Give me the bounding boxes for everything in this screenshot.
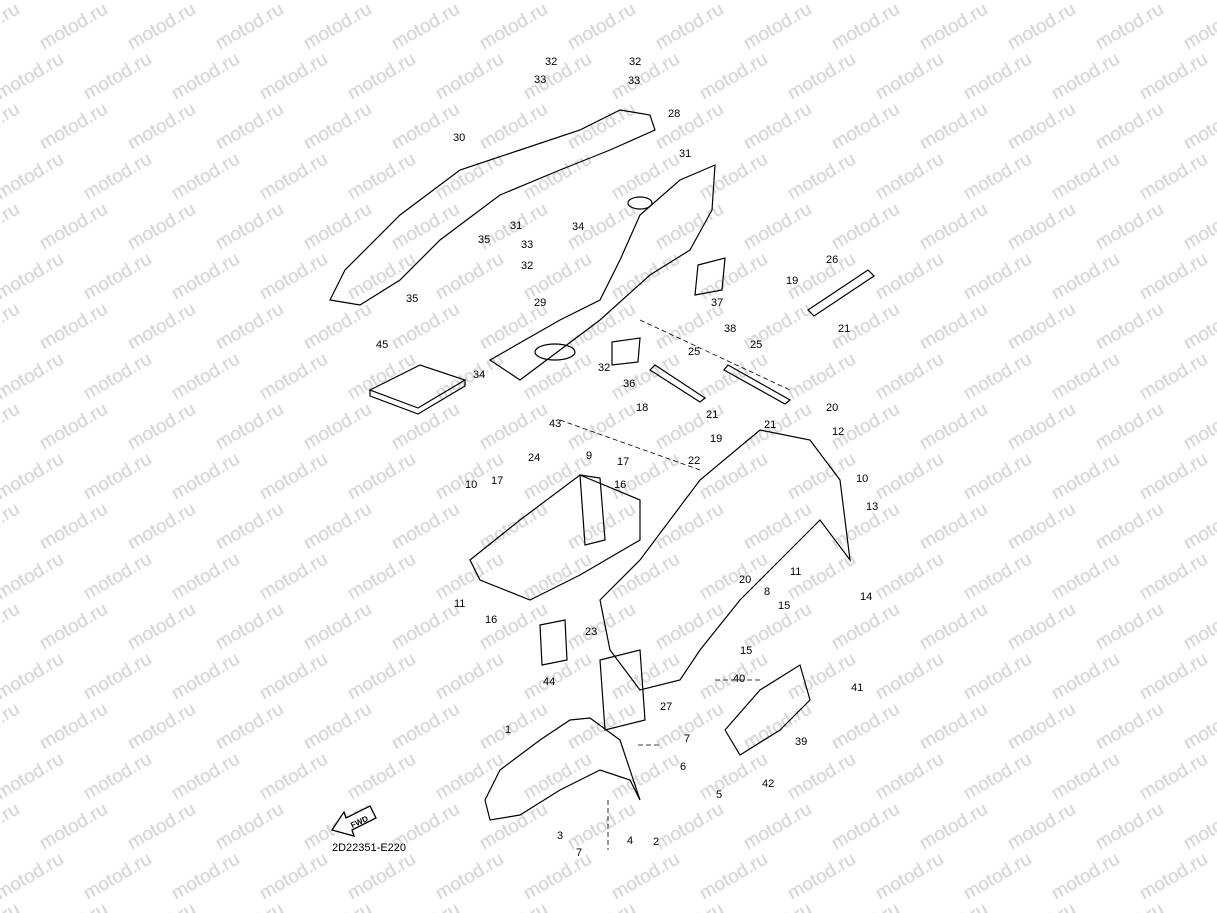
callout: 7 — [576, 847, 583, 859]
part-29-side-cover — [488, 164, 716, 381]
part-25-strap — [649, 364, 707, 403]
callout: 9 — [586, 450, 593, 462]
callout: 27 — [660, 701, 673, 713]
callout: 29 — [534, 297, 547, 309]
callout: 43 — [549, 418, 562, 430]
callout: 10 — [465, 479, 478, 491]
callout: 42 — [762, 778, 775, 790]
part-27-mud-flap — [599, 649, 646, 731]
part-8-rear-fender — [599, 429, 851, 691]
callout: 5 — [716, 789, 723, 801]
callout: 35 — [478, 234, 491, 246]
callout: 32 — [521, 260, 534, 272]
callout: 32 — [629, 56, 642, 68]
part-25-strap — [723, 364, 792, 405]
callout: 34 — [572, 221, 585, 233]
callout: 34 — [473, 369, 486, 381]
part-37-pad — [694, 257, 726, 296]
callout: 13 — [866, 501, 879, 513]
callout: 16 — [614, 479, 627, 491]
callout: 26 — [826, 254, 839, 266]
callout: 25 — [688, 346, 701, 358]
callout: 12 — [832, 426, 845, 438]
callout: 2 — [653, 836, 660, 848]
callout: 1 — [505, 724, 512, 736]
callout: 45 — [376, 339, 389, 351]
callout: 6 — [680, 761, 687, 773]
callout: 33 — [534, 74, 547, 86]
callout: 28 — [668, 108, 681, 120]
part-1-front-fender — [484, 717, 641, 821]
callout: 14 — [860, 591, 873, 603]
callout: 16 — [485, 614, 498, 626]
callout: 33 — [521, 239, 534, 251]
callout: 15 — [740, 645, 753, 657]
callout: 33 — [628, 75, 641, 87]
callout: 31 — [510, 220, 523, 232]
part-9-battery-box — [469, 474, 641, 601]
callout: 18 — [636, 402, 649, 414]
callout: 8 — [764, 586, 771, 598]
callout: 37 — [711, 297, 724, 309]
callout: 11 — [454, 598, 466, 610]
callout: 21 — [706, 409, 719, 421]
callout: 21 — [838, 323, 851, 335]
part-30-seat-rail — [329, 109, 656, 306]
callout: 19 — [710, 433, 723, 445]
fwd-arrow-icon: FWD — [330, 805, 377, 837]
callout: 3 — [557, 830, 564, 842]
callout: 24 — [528, 452, 541, 464]
callout: 39 — [795, 736, 808, 748]
callout: 41 — [851, 682, 864, 694]
callout: 44 — [543, 676, 556, 688]
callout: 30 — [453, 132, 466, 144]
callout: 17 — [491, 475, 504, 487]
callout: 32 — [545, 56, 558, 68]
callout: 4 — [627, 835, 634, 847]
callout: 35 — [406, 293, 419, 305]
callout: 20 — [826, 402, 839, 414]
callout: 15 — [778, 600, 791, 612]
callout: 10 — [856, 473, 869, 485]
callout: 21 — [764, 419, 777, 431]
callout: 11 — [790, 566, 802, 578]
callout: 19 — [786, 275, 799, 287]
callout: 7 — [684, 733, 691, 745]
part-39-tail-light — [724, 664, 811, 756]
callout: 25 — [750, 339, 763, 351]
part-44-reflector — [539, 619, 568, 666]
callout: 23 — [585, 626, 598, 638]
callout: 32 — [598, 362, 611, 374]
callout: 38 — [724, 323, 737, 335]
callout: 36 — [623, 378, 636, 390]
callout: 20 — [739, 574, 752, 586]
callout: 31 — [679, 148, 692, 160]
leader-lines — [559, 319, 791, 850]
part-36-pad — [611, 337, 641, 366]
part-26-strap — [807, 269, 875, 317]
callout: 22 — [688, 455, 701, 467]
diagram-code: 2D22351-E220 — [332, 842, 407, 854]
callout: 40 — [733, 673, 746, 685]
callout: 17 — [617, 456, 630, 468]
